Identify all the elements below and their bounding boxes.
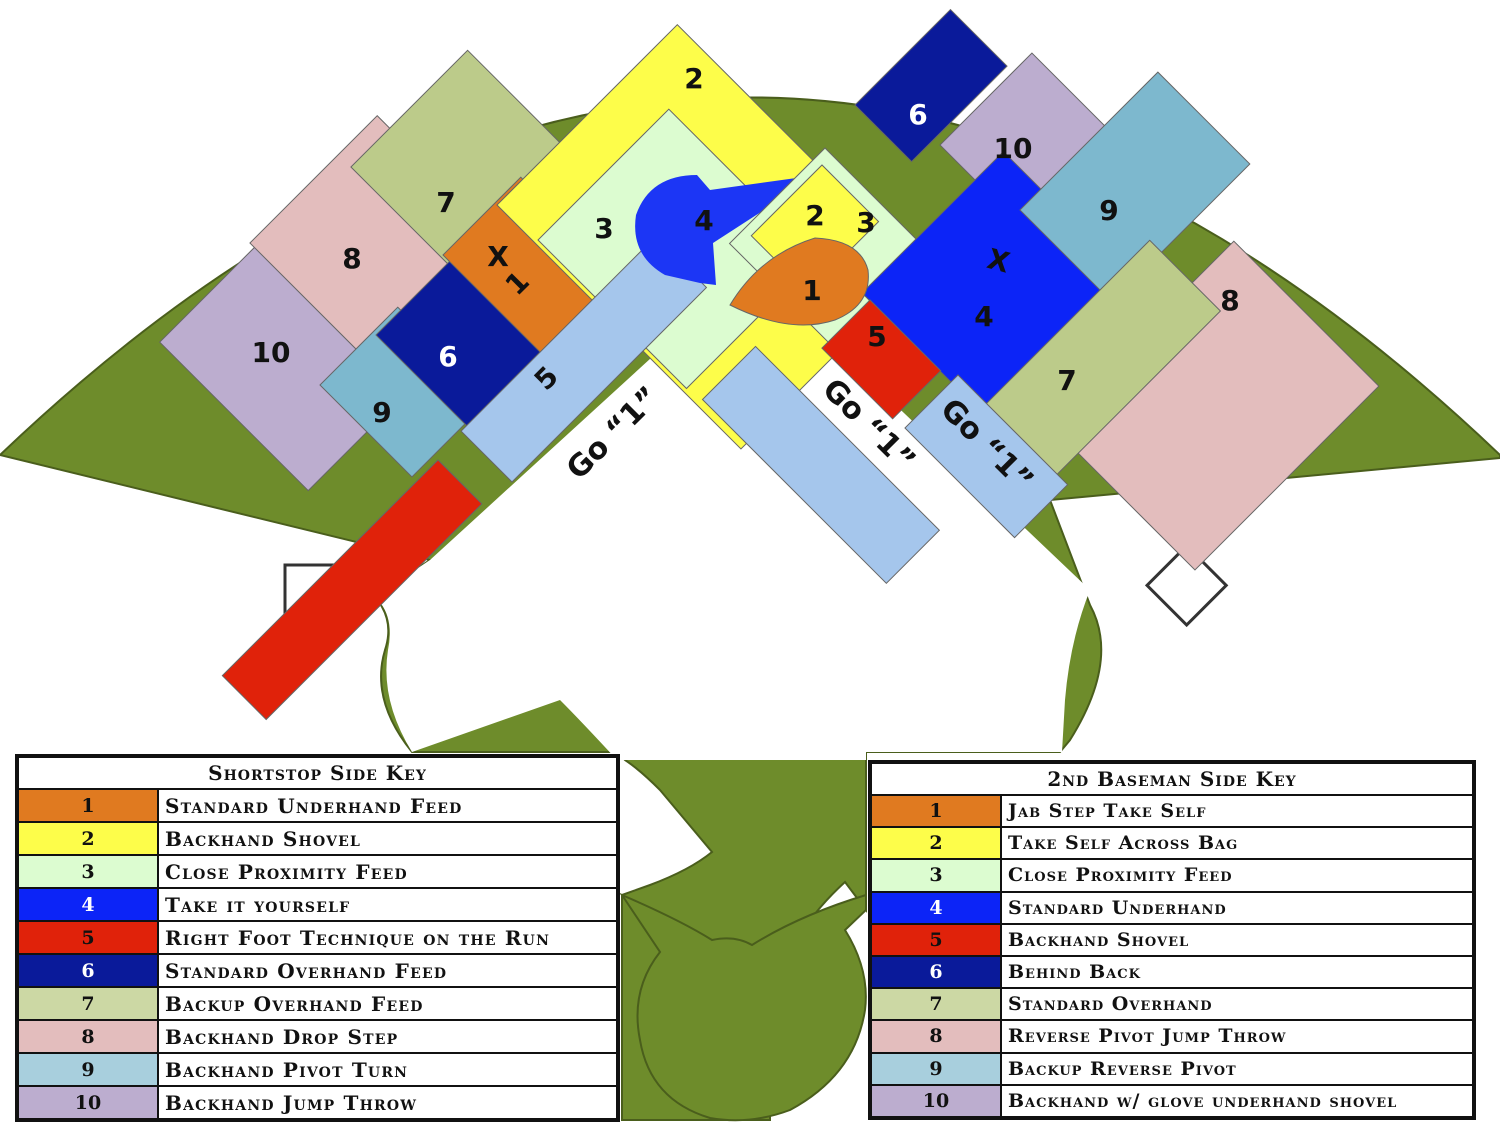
sb-zone-6 xyxy=(854,8,1008,163)
shortstop-side-zones xyxy=(159,23,922,721)
ss-key-title: Shortstop Side Key xyxy=(17,756,618,790)
sb-zone-8-label: 8 xyxy=(1220,284,1239,317)
sb-zone-6-label: 6 xyxy=(908,98,927,131)
sb-zone-4-label: 4 xyxy=(974,300,993,333)
ss-zone-3-label: 3 xyxy=(594,212,613,245)
sb-zone-2-label: 2 xyxy=(805,199,824,232)
sb-zone-7-label: 7 xyxy=(1057,364,1076,397)
second-base-side-zones xyxy=(701,8,1380,585)
pitchers-area xyxy=(619,892,867,1122)
sb-key-title: 2nd Baseman Side Key xyxy=(870,762,1474,796)
ss-zone-4-label: 4 xyxy=(694,204,713,237)
sb-zone-9-label: 9 xyxy=(1099,194,1118,227)
sb-zone-1-label: 1 xyxy=(802,274,821,307)
sb-zone-1-half-circle xyxy=(729,237,869,326)
sb-zone-10-label: 10 xyxy=(994,132,1033,165)
ss-zone-5 xyxy=(221,459,483,721)
basepath-dirt xyxy=(375,295,1090,760)
sb-zone-5 xyxy=(821,299,942,420)
ss-zone-8-label: 8 xyxy=(342,242,361,275)
sb-zone-5-label: 5 xyxy=(867,320,886,353)
ss-zone-10-label: 10 xyxy=(252,336,291,369)
first-base-bag xyxy=(1144,543,1229,628)
ss-zone-1-x-label: X xyxy=(487,240,509,273)
sb-go-zone-a xyxy=(701,345,941,585)
ss-zone-6-label: 6 xyxy=(438,340,457,373)
sb-zone-3-label: 3 xyxy=(856,206,875,239)
sb-go-zone-b xyxy=(904,374,1069,539)
ss-zone-9-label: 9 xyxy=(372,396,391,429)
ss-zone-2-label: 2 xyxy=(684,62,703,95)
sb-zone-9 xyxy=(1019,71,1251,303)
ss-zone-7-label: 7 xyxy=(436,186,455,219)
